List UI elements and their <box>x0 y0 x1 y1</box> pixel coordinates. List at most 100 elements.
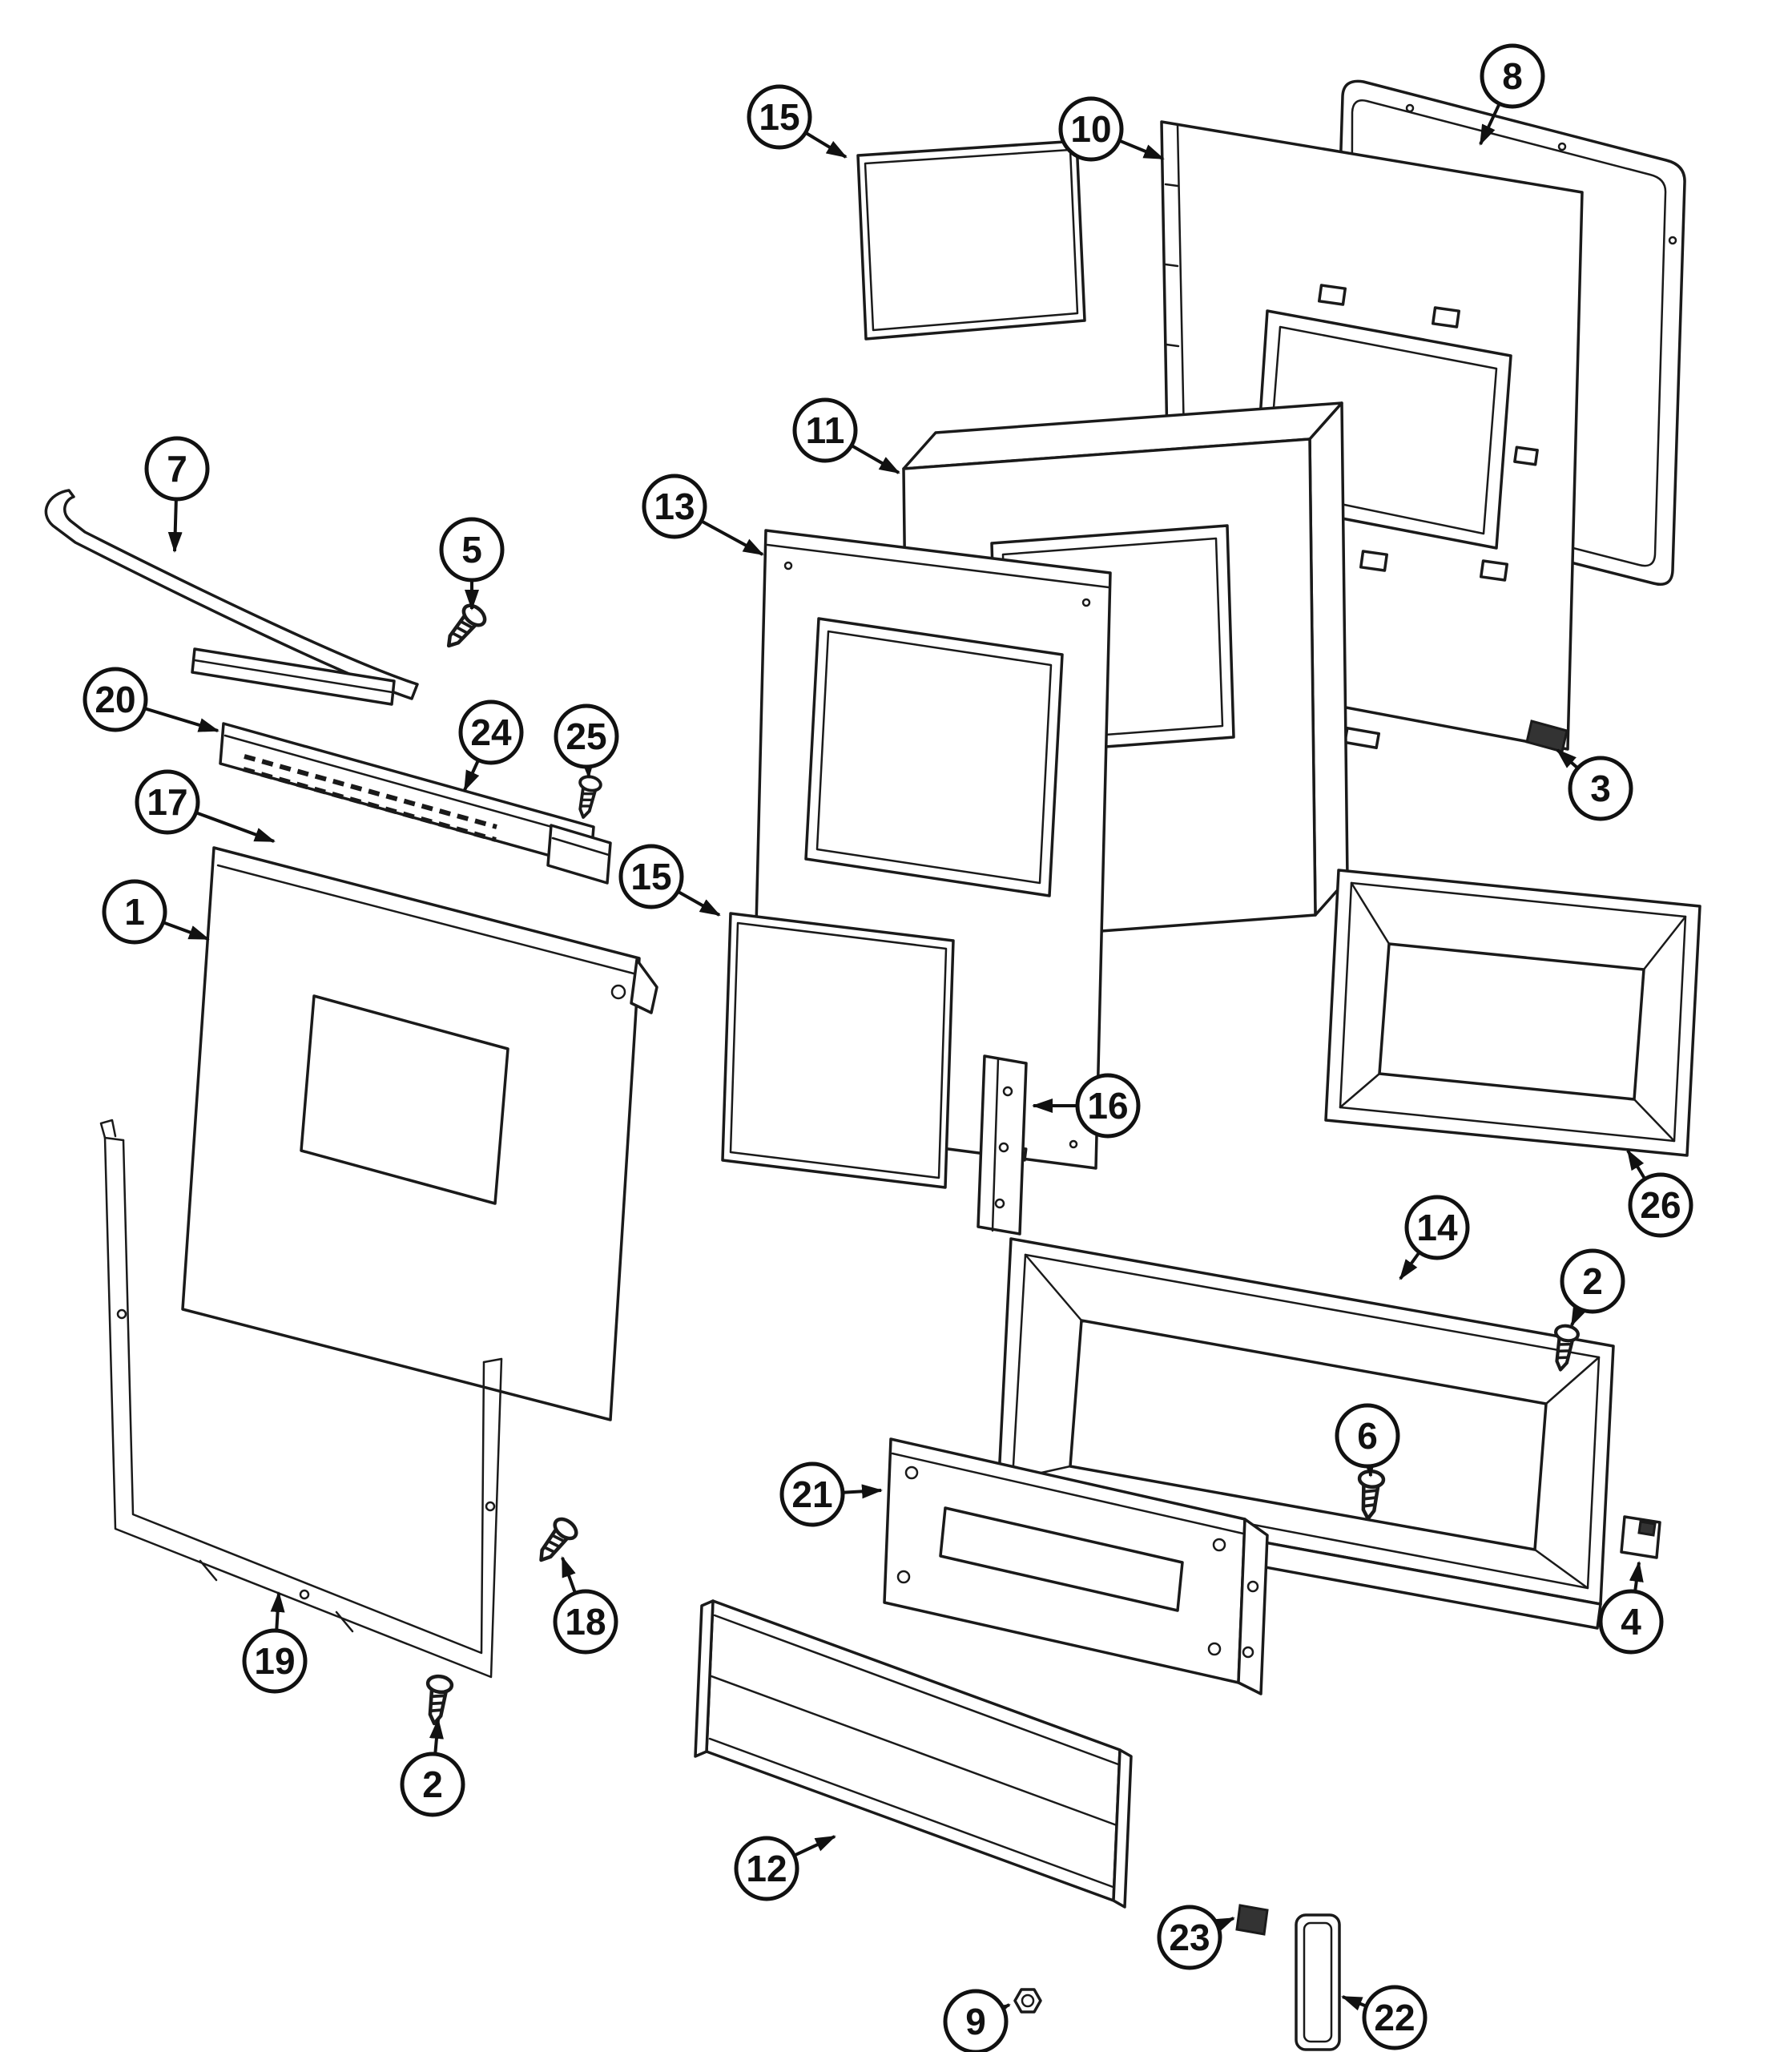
callout-number: 5 <box>461 529 482 570</box>
callout-11-3: 11 <box>792 397 900 474</box>
callout-leader <box>145 707 219 732</box>
callout-circle <box>779 1461 845 1527</box>
callout-number: 4 <box>1621 1601 1641 1643</box>
part-outer-glass <box>856 139 1086 341</box>
callout-number: 8 <box>1502 55 1523 97</box>
callout-circle <box>1157 1905 1222 1970</box>
callout-number: 9 <box>965 2001 986 2042</box>
callout-leader <box>1629 1561 1644 1590</box>
callout-leader <box>795 1835 836 1856</box>
callout-number: 20 <box>95 679 135 720</box>
callout-number: 1 <box>124 891 145 933</box>
callout-leader <box>1120 139 1165 160</box>
callout-leader <box>989 2003 1011 2020</box>
callout-leader <box>167 500 183 553</box>
screw-25 <box>571 773 604 821</box>
callout-leader <box>163 921 210 941</box>
callout-circle <box>1560 1248 1625 1314</box>
door-window <box>300 994 509 1205</box>
callout-number: 25 <box>566 716 606 757</box>
callout-2-23: 2 <box>400 1718 465 1817</box>
callout-leader <box>1570 1304 1587 1327</box>
screw-18 <box>532 1515 580 1567</box>
part-door-outer-panel <box>181 846 658 1421</box>
callout-number: 7 <box>167 448 187 490</box>
callout-leader <box>1479 104 1500 146</box>
callout-leader <box>429 1718 444 1753</box>
callout-circle <box>458 699 524 765</box>
callout-leader <box>844 1484 883 1499</box>
callout-circle <box>553 1589 618 1655</box>
callout-circle <box>1075 1073 1141 1139</box>
callout-20-7: 20 <box>83 667 219 732</box>
callout-number: 12 <box>746 1848 787 1889</box>
part-vent-trim <box>219 722 595 869</box>
callout-leader <box>1556 748 1578 768</box>
callout-circle <box>400 1752 465 1817</box>
callout-circle <box>618 844 684 909</box>
callout-2-17: 2 <box>1560 1248 1625 1327</box>
callout-number: 23 <box>1169 1917 1210 1958</box>
screw-2-left <box>422 1675 453 1725</box>
callout-number: 21 <box>791 1473 832 1515</box>
callout-number: 22 <box>1374 1997 1415 2038</box>
part-door-bottom-frame <box>99 1119 503 1679</box>
callout-leader <box>561 1556 577 1593</box>
part-glass-retainer-bracket <box>977 1054 1028 1236</box>
callout-leader <box>1626 1149 1646 1179</box>
callout-number: 10 <box>1070 108 1111 150</box>
callout-leader <box>580 757 595 779</box>
screw-5 <box>440 602 489 654</box>
callout-circle <box>1568 756 1633 821</box>
callout-circle <box>1362 1985 1428 2050</box>
callout-circle <box>439 517 505 583</box>
callout-number: 2 <box>1582 1260 1603 1302</box>
part-clip-23 <box>1235 1904 1269 1936</box>
callout-17-10: 17 <box>135 769 276 843</box>
callout-number: 15 <box>630 856 671 897</box>
callout-number: 14 <box>1416 1207 1458 1248</box>
callout-number: 13 <box>654 486 695 527</box>
callout-18-22: 18 <box>553 1556 618 1655</box>
part-handle-mount-strip <box>191 647 396 706</box>
callout-circle <box>792 397 858 463</box>
callout-circle <box>1335 1403 1400 1469</box>
callout-leader <box>196 811 276 843</box>
callout-19-21: 19 <box>242 1591 308 1694</box>
callout-7-5: 7 <box>144 436 210 553</box>
callout-9-26: 9 <box>943 1989 1011 2052</box>
callout-circle <box>747 84 812 150</box>
callout-leader <box>852 445 900 474</box>
callout-leader <box>1399 1252 1420 1280</box>
callout-circle <box>554 703 619 769</box>
callout-16-14: 16 <box>1032 1073 1141 1139</box>
callout-26-15: 26 <box>1626 1149 1693 1238</box>
callout-23-25: 23 <box>1157 1905 1235 1970</box>
callout-number: 2 <box>422 1764 443 1805</box>
callout-circle <box>1598 1589 1664 1655</box>
part-drawer-front-bracket <box>883 1437 1269 1695</box>
callout-circle <box>102 879 167 945</box>
callout-leader <box>1341 1995 1366 2011</box>
callout-5-6: 5 <box>439 517 505 611</box>
callout-number: 17 <box>147 781 187 823</box>
callout-13-4: 13 <box>642 474 764 556</box>
callout-4-20: 4 <box>1598 1561 1664 1655</box>
callout-leader <box>702 520 764 556</box>
callout-circle <box>242 1628 308 1694</box>
callout-number: 24 <box>470 712 512 753</box>
callout-1-11: 1 <box>102 879 210 945</box>
callout-leader <box>806 131 848 159</box>
callout-circle <box>1058 96 1124 162</box>
callout-number: 18 <box>565 1601 606 1643</box>
callout-number: 3 <box>1590 768 1611 809</box>
callout-10-2: 10 <box>1058 96 1165 162</box>
callout-circle <box>734 1836 799 1901</box>
callout-circle <box>144 436 210 502</box>
callout-8-1: 8 <box>1479 43 1545 146</box>
callout-number: 26 <box>1640 1184 1681 1226</box>
callout-circle <box>1628 1172 1693 1238</box>
callout-21-19: 21 <box>779 1461 883 1527</box>
callout-circle <box>135 769 200 835</box>
